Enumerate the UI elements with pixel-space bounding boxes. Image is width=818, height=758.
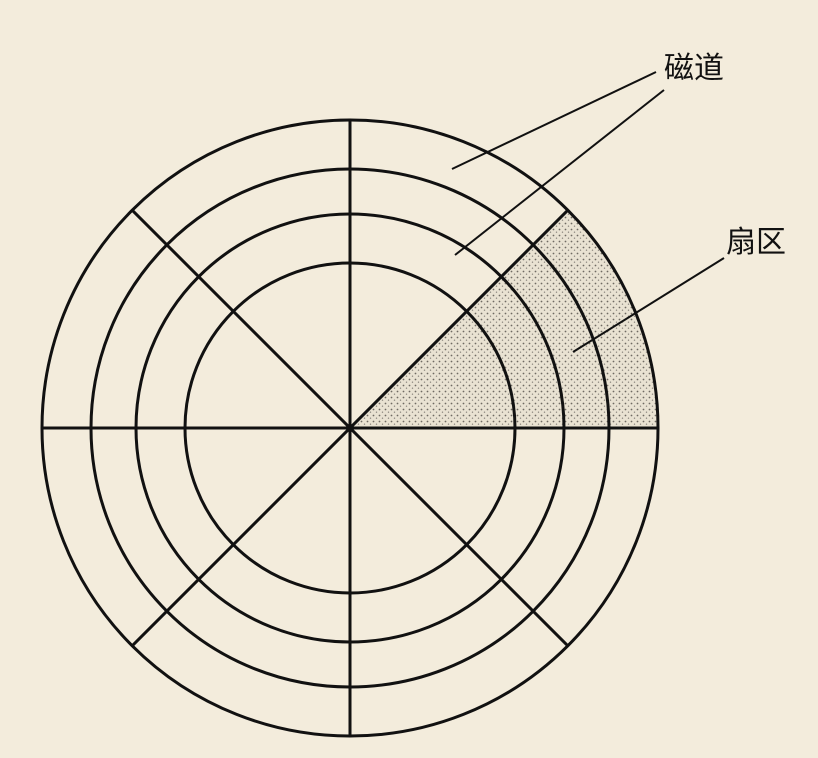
sector-leader-line [572, 257, 725, 353]
track-leader-line-1 [451, 71, 657, 170]
sector-label: 扇区 [726, 225, 786, 260]
highlighted-sector [350, 210, 658, 428]
track-label: 磁道 [664, 51, 724, 86]
disk-center [346, 424, 354, 432]
track-leader-line-2 [454, 89, 665, 256]
